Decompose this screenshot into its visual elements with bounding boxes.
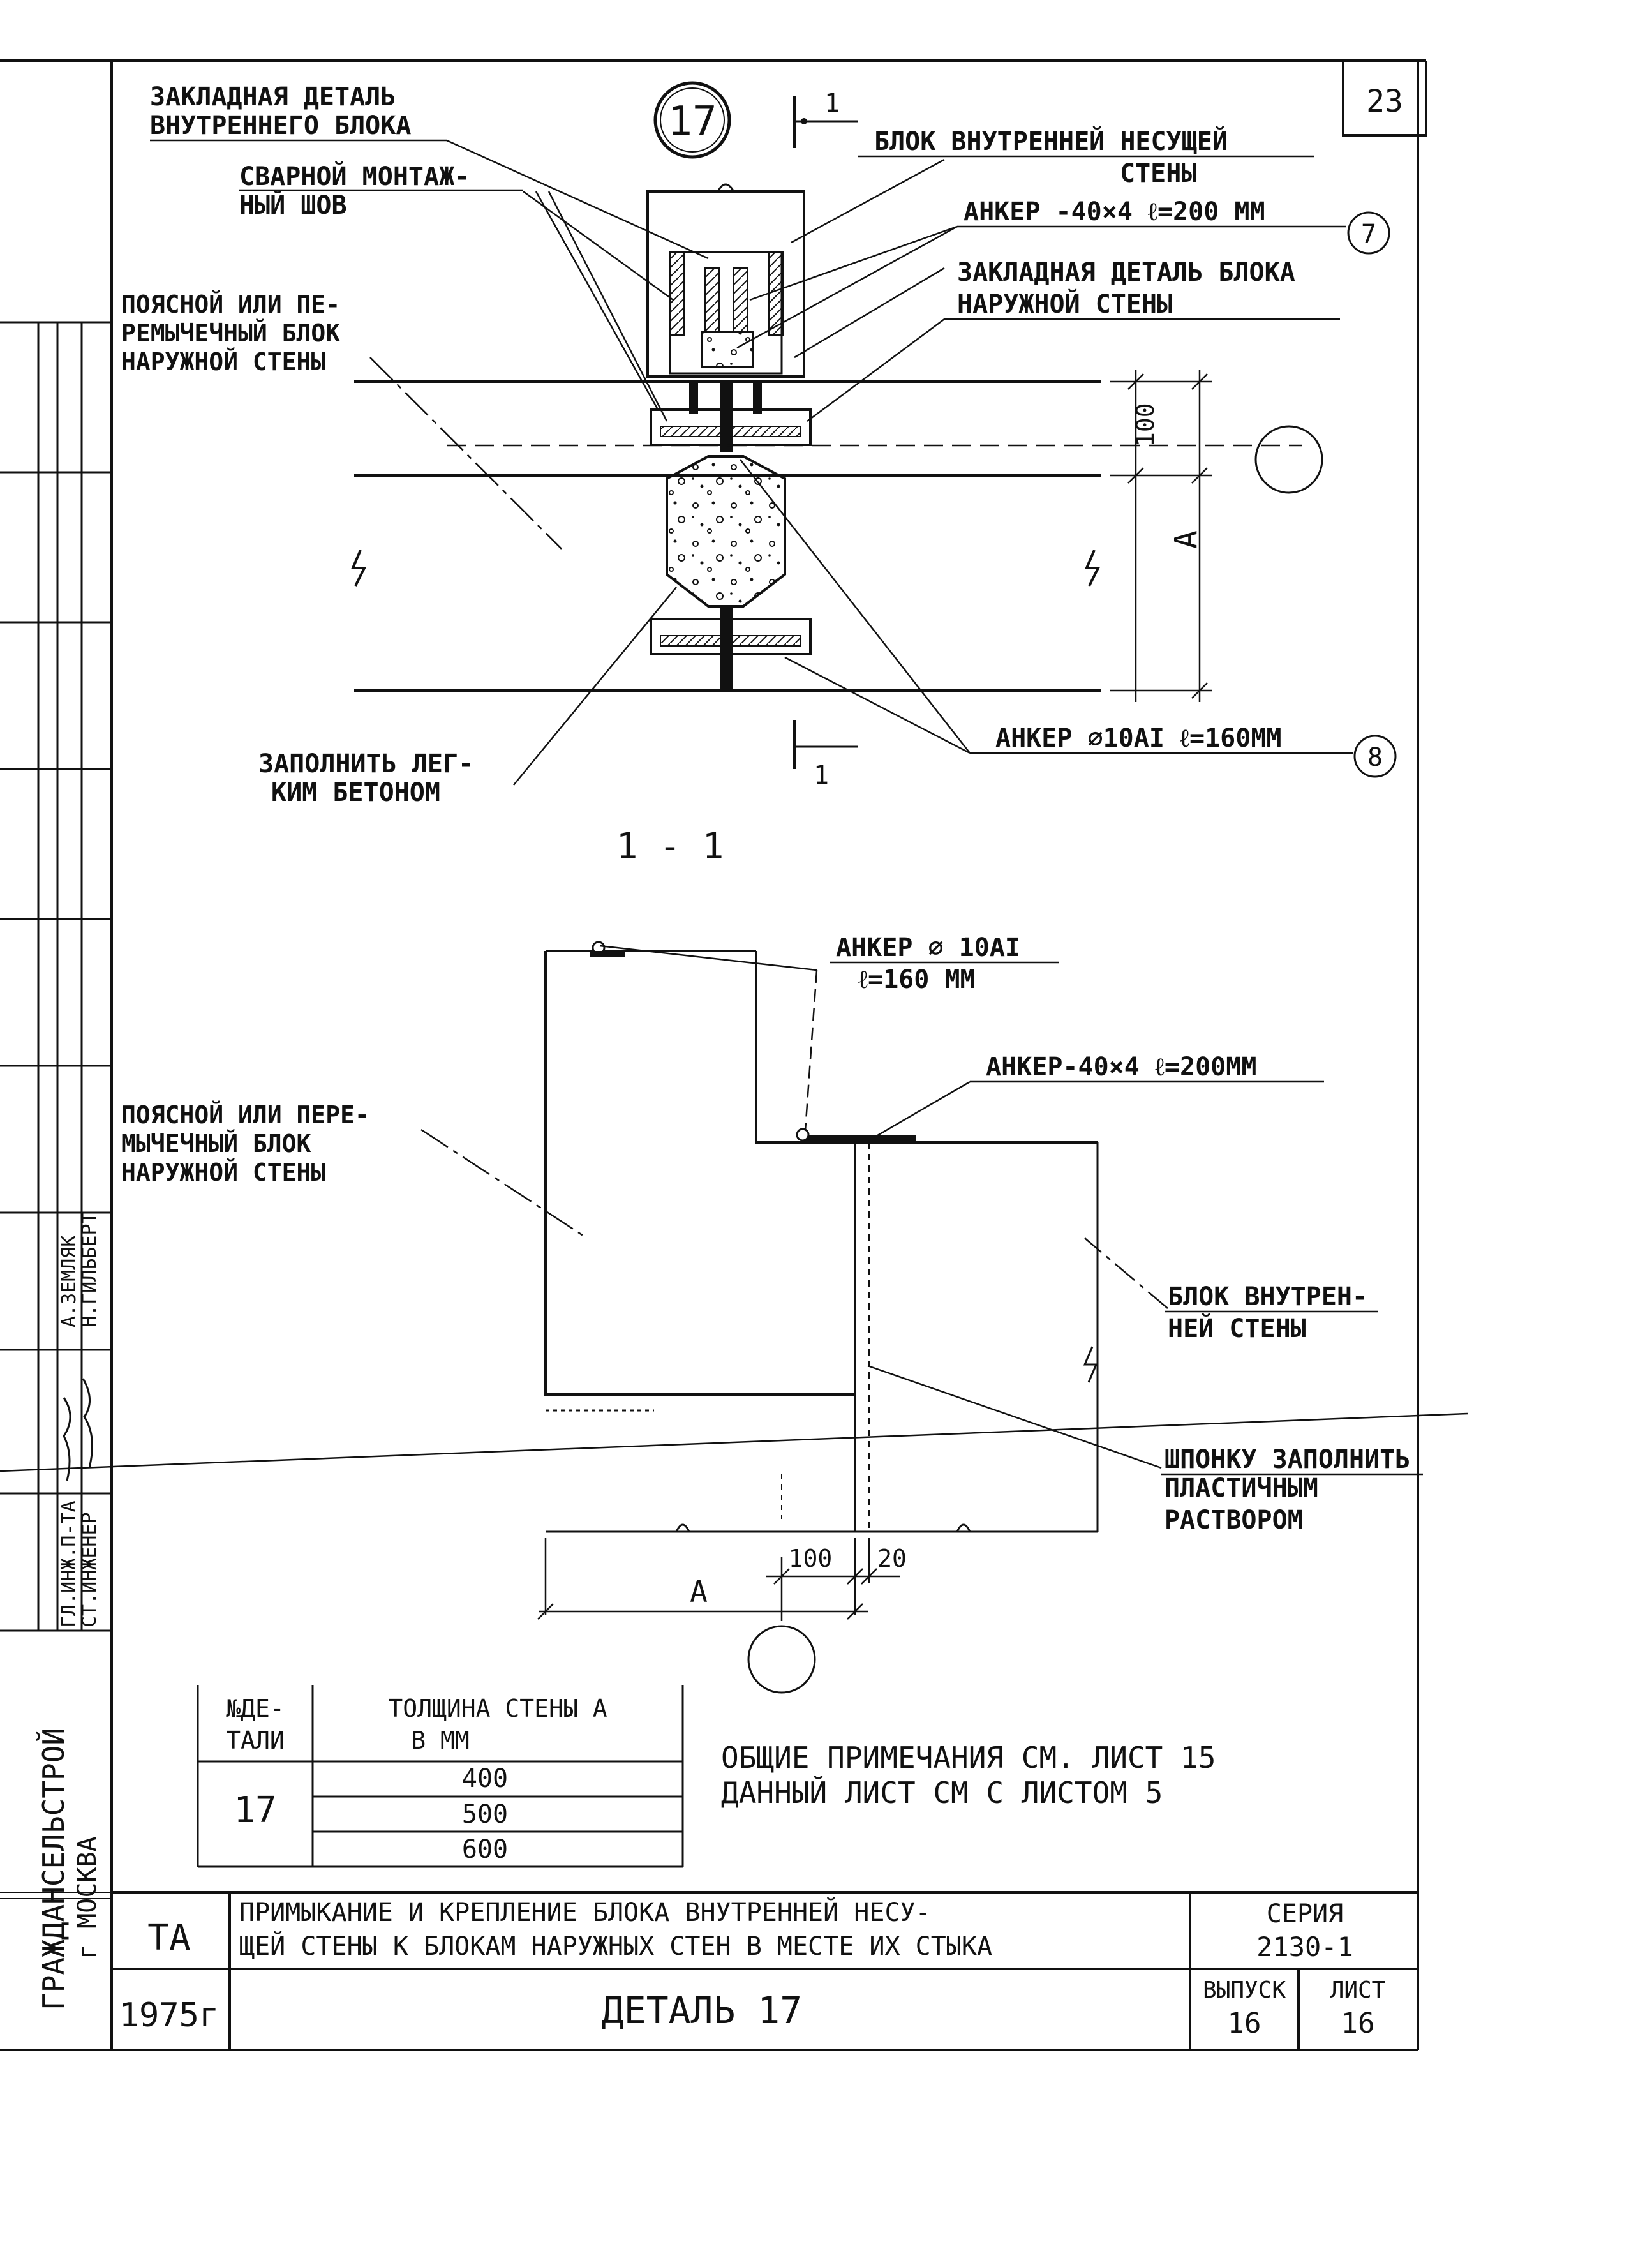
notes-line-2: ДАННЫЙ ЛИСТ СМ С ЛИСТОМ 5 [721,1776,1163,1810]
stray-line [0,1412,1468,1472]
label-sec-key-2: ПЛАСТИЧНЫМ [1165,1474,1318,1503]
section-dim-100: 100 [789,1544,833,1573]
section-mark-top: 1 [793,89,858,148]
table-header-col2-1: ТОЛЩИНА СТЕНЫ А [388,1694,607,1723]
issue-label: ВЫПУСК [1203,1977,1286,2003]
thickness-table [197,1685,684,1868]
callout-8: 8 [1367,743,1383,772]
issue-value: 16 [1228,2007,1261,2040]
label-weld-1: СВАРНОЙ МОНТАЖ- [239,161,470,191]
table-value-500: 500 [462,1800,508,1829]
svg-text:1: 1 [814,761,829,790]
label-inner-block-2: СТЕНЫ [1120,159,1196,188]
title-ta: ТА [147,1917,190,1959]
table-detail: 17 [234,1790,276,1831]
label-belt-3: НАРУЖНОЙ СТЕНЫ [121,348,325,376]
table-value-400: 400 [462,1764,508,1793]
callout-7: 7 [1361,220,1376,249]
detail-name: ДЕТАЛЬ 17 [602,1989,802,2032]
svg-text:17: 17 [667,98,717,146]
label-sec-belt-2: МЫЧЕЧНЫЙ БЛОК [121,1130,311,1158]
label-sec-belt-1: ПОЯСНОЙ ИЛИ ПЕРЕ- [121,1101,369,1129]
section-mark-bottom: 1 [793,720,858,790]
sheet-frame [0,59,1426,2051]
section-anchors [590,941,916,1142]
label-sec-anchor-1: АНКЕР ∅ 10АI [836,933,1020,962]
title-block [112,1891,1418,2050]
label-anchor-200: АНКЕР -40×4 ℓ=200 ММ [964,197,1265,227]
label-sec-inner-2: НЕЙ СТЕНЫ [1168,1313,1306,1343]
left-margin-strip [0,321,112,1632]
plan-dimensions [447,370,1302,702]
label-sec-inner-1: БЛОК ВНУТРЕН- [1168,1282,1367,1312]
label-inner-block-1: БЛОК ВНУТРЕННЕЙ НЕСУЩЕЙ [874,126,1228,156]
section-dimensions [537,1538,900,1621]
series-value: 2130-1 [1256,1931,1353,1963]
title-line-2: ЩЕЙ СТЕНЫ К БЛОКАМ НАРУЖНЫХ СТЕН В МЕСТЕ… [239,1931,992,1961]
section-title: 1 - 1 [616,826,724,867]
label-fill-1: ЗАПОЛНИТЬ ЛЕГ- [258,749,473,779]
section-belt-block [544,950,856,1412]
author-name-2: Н.ГИЛЬБЕРТ [78,1212,101,1327]
section-inner-block [546,1141,1099,1533]
plan-dim-a: А [1168,530,1204,549]
section-callouts: АНКЕР ∅ 10АI ℓ=160 ММ АНКЕР-40×4 ℓ=200ММ… [121,933,1423,1535]
plan-dim-100: 100 [1131,403,1159,447]
corner-sheet-number: 23 [1366,84,1403,119]
author-name-1: А.ЗЕМЛЯК [58,1236,80,1328]
table-header-col2-2: В ММ [411,1726,470,1754]
label-sec-anchor-2: ℓ=160 ММ [858,965,976,994]
label-sec-key-1: ШПОНКУ ЗАПОЛНИТЬ [1165,1445,1410,1474]
plan-callouts: ЗАКЛАДНАЯ ДЕТАЛЬ ВНУТРЕННЕГО БЛОКА СВАРН… [121,82,1397,807]
organization-name: ГРАЖДАНСЕЛЬСТРОЙ [36,1728,71,2010]
series-label: СЕРИЯ [1267,1899,1343,1929]
section-dim-20: 20 [877,1544,907,1573]
label-sec-anchor-plate: АНКЕР-40×4 ℓ=200ММ [986,1052,1256,1082]
sheet-label: ЛИСТ [1330,1977,1386,2003]
axis-bubble-section [747,1625,816,1694]
sheet-value: 16 [1341,2007,1375,2040]
table-header-col1-1: №ДЕ- [226,1694,285,1723]
label-embedded-outer-2: НАРУЖНОЙ СТЕНЫ [957,288,1172,319]
label-belt-1: ПОЯСНОЙ ИЛИ ПЕ- [121,290,340,318]
label-embedded-outer-1: ЗАКЛАДНАЯ ДЕТАЛЬ БЛОКА [957,258,1295,287]
organization-city: г МОСКВА [73,1836,102,1959]
notes-line-1: ОБЩИЕ ПРИМЕЧАНИЯ СМ. ЛИСТ 15 [721,1740,1216,1775]
table-value-600: 600 [462,1835,508,1864]
label-belt-2: РЕМЫЧЕЧНЫЙ БЛОК [121,319,340,347]
axis-bubble-plan [1254,425,1323,494]
embedded-plate-bottom [650,606,812,689]
table-header-col1-2: ТАЛИ [226,1726,285,1754]
detail-marker: 17 [653,81,731,159]
embedded-plate-top [650,382,812,452]
label-fill-2: КИМ БЕТОНОМ [271,778,440,807]
label-sec-belt-3: НАРУЖНОЙ СТЕНЫ [121,1158,325,1186]
author-role-1: ГЛ.ИНЖ.П-ТА [58,1500,80,1627]
section-dim-a: А [690,1574,708,1609]
title-year: 1975г [119,1996,220,2035]
signature-scribble [63,1378,93,1481]
title-line-1: ПРИМЫКАНИЕ И КРЕПЛЕНИЕ БЛОКА ВНУТРЕННЕЙ … [239,1897,931,1927]
light-concrete-fill [666,455,786,608]
label-embedded-inner-2: ВНУТРЕННЕГО БЛОКА [150,111,411,140]
author-role-2: СТ.ИНЖЕНЕР [78,1512,101,1627]
inner-bearing-block [646,183,805,378]
label-weld-2: НЫЙ ШОВ [239,190,347,220]
label-embedded-inner-1: ЗАКЛАДНАЯ ДЕТАЛЬ [150,82,396,112]
label-sec-key-3: РАСТВОРОМ [1165,1506,1303,1535]
svg-text:1: 1 [824,89,840,118]
corner-sheet-box: 23 [1342,61,1427,137]
label-anchor-160: АНКЕР ∅10АI ℓ=160ММ [995,724,1281,753]
